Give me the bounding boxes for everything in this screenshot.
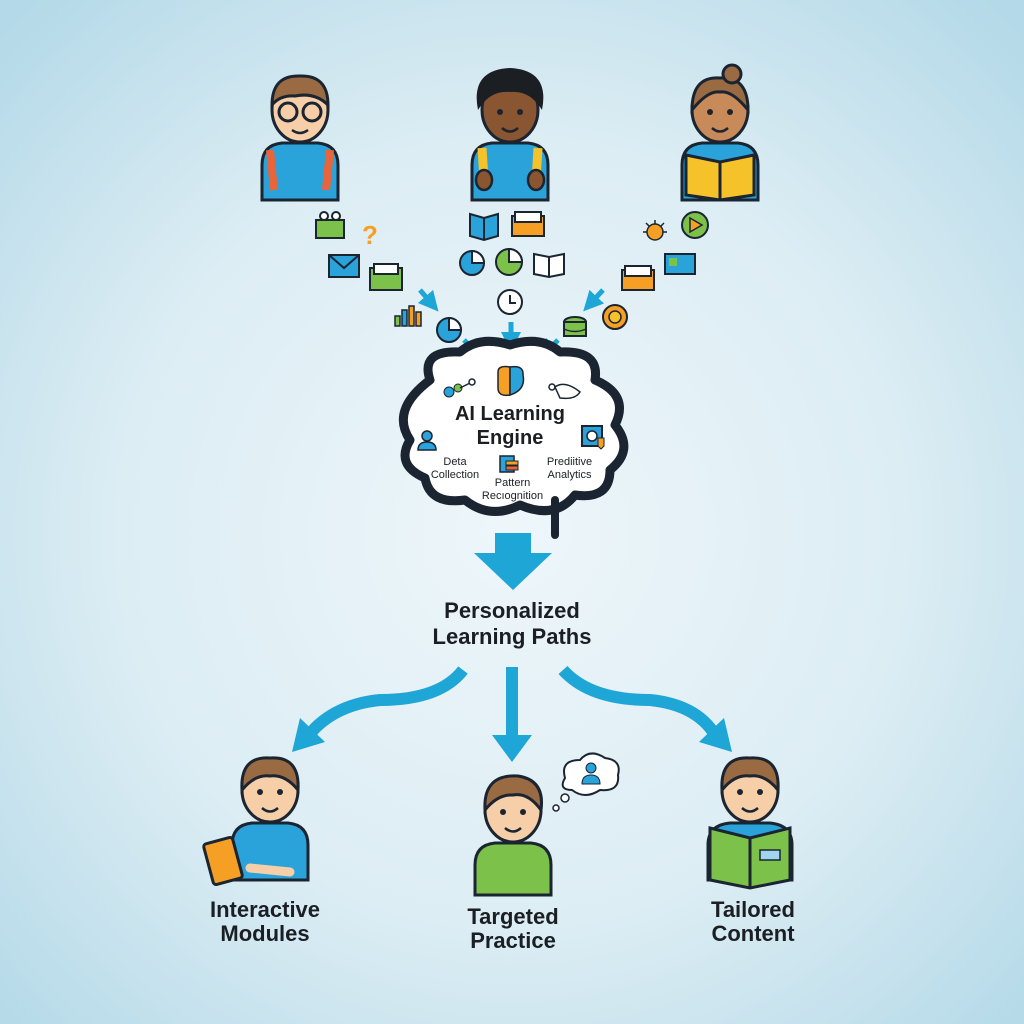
folder-icon: [369, 263, 403, 291]
component-label: Analytics: [547, 468, 592, 481]
student-reading: [680, 63, 760, 202]
person-icon: [585, 762, 597, 774]
pattern-icon: [499, 455, 519, 473]
brain-icon: [497, 365, 525, 397]
student-tablet: [202, 756, 310, 886]
ai-engine-cloud: [398, 336, 629, 539]
input-icons-right: [563, 211, 709, 337]
component-label: Prediitive: [546, 456, 593, 468]
output-line1: Personalized: [444, 598, 580, 623]
user-icon: [417, 430, 437, 451]
analytics-cloud-icon: [548, 383, 581, 400]
student-glasses: [260, 74, 340, 202]
output-line2: Learning Paths: [432, 624, 592, 650]
clock-icon: [497, 289, 523, 315]
component-label: Recıognition: [481, 489, 544, 502]
arrow-to-content: [558, 665, 724, 743]
play-icon: [681, 211, 709, 239]
mail-icon: [328, 254, 360, 278]
engine-title-line1: AI Learning: [454, 403, 565, 425]
outcome-line: Tailored: [711, 897, 795, 922]
outcome-line: Content: [711, 921, 795, 947]
component-data-collection: Deta Collection: [420, 456, 490, 481]
card-icon: [664, 253, 696, 275]
folder-icon: [511, 211, 545, 237]
arrow-right-1: [583, 288, 605, 312]
outcome-line: Practice: [470, 928, 556, 954]
reading-icon: [315, 211, 345, 239]
input-icons-left: ?: [315, 211, 463, 343]
component-label: Pattern: [494, 477, 531, 489]
outcome-interactive-modules: Interactive Modules: [190, 897, 340, 947]
arrowhead-practice: [492, 735, 532, 762]
network-icon: [443, 378, 476, 398]
outcome-targeted-practice: Targeted Practice: [438, 904, 588, 954]
outcome-line: Interactive: [209, 897, 321, 922]
book-icon: [469, 212, 499, 242]
outcome-line: Targeted: [467, 904, 559, 929]
engine-title-line2: Engine: [476, 427, 544, 449]
component-label: Collection: [430, 468, 480, 481]
predictive-icon: [581, 425, 605, 450]
engine-title: AI Learning Engine: [420, 402, 600, 450]
output-label: Personalized Learning Paths: [392, 598, 632, 651]
folder-icon: [621, 265, 655, 291]
question-icon: ?: [362, 220, 378, 250]
outcome-tailored-content: Tailored Content: [678, 897, 828, 947]
pie-chart-icon: [495, 247, 524, 276]
pie-chart-icon: [459, 249, 486, 276]
pie-chart-icon: [436, 316, 463, 343]
bar-chart-icon: [394, 305, 422, 327]
arrowhead-modules: [292, 718, 325, 752]
component-label: Deta: [443, 456, 467, 468]
input-icons-center: [459, 211, 565, 315]
arrow-left-1: [417, 288, 439, 312]
student-backpack: [470, 68, 550, 202]
branch-arrows: [300, 665, 724, 744]
component-pattern-recognition: Pattern Recıognition: [475, 477, 550, 502]
component-predictive-analytics: Prediitive Analytics: [532, 456, 607, 481]
arrowhead-content: [699, 718, 732, 752]
big-down-arrow: [474, 533, 552, 590]
database-icon: [563, 316, 587, 337]
lightbulb-icon: [643, 220, 667, 241]
arrow-to-modules: [300, 666, 468, 744]
student-green-book: [706, 756, 794, 890]
student-thinking: [473, 774, 553, 897]
outcome-line: Modules: [220, 921, 310, 947]
open-book-icon: [533, 252, 565, 279]
thought-bubble: [552, 752, 620, 812]
target-icon: [602, 304, 628, 330]
